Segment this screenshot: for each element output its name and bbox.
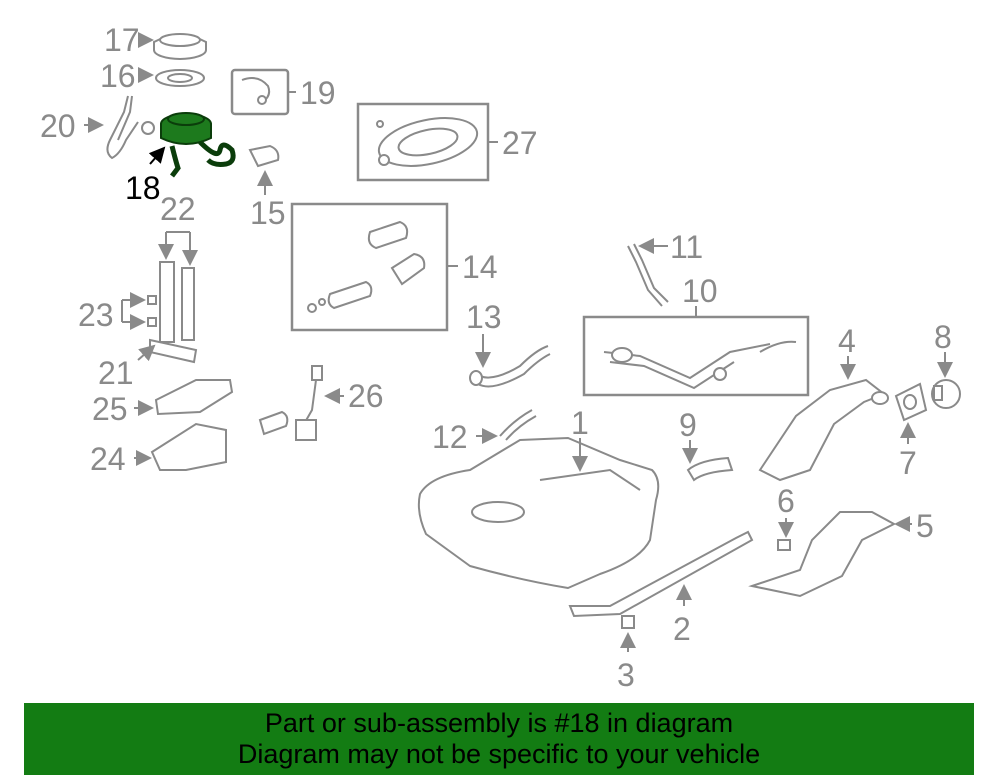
callout-27: 27 <box>502 125 538 161</box>
callout-7: 7 <box>899 445 917 481</box>
part-19-hose[interactable]: 19 <box>230 68 336 116</box>
banner-line-1: Part or sub-assembly is #18 in diagram <box>264 708 734 738</box>
part-22-float-assembly[interactable]: 22 <box>149 191 198 364</box>
callout-25: 25 <box>92 391 128 427</box>
callout-8: 8 <box>934 319 952 355</box>
callout-3: 3 <box>617 657 635 693</box>
callout-11: 11 <box>670 229 703 265</box>
part-20-vent-tube[interactable]: 20 <box>40 95 155 160</box>
callout-10: 10 <box>682 273 718 309</box>
part-11-pipe[interactable]: 11 <box>627 229 703 307</box>
part-7-filler-housing[interactable]: 7 <box>894 382 928 481</box>
callout-19: 19 <box>300 75 336 111</box>
part-10-fuel-pipe-assembly[interactable]: 10 <box>582 273 810 397</box>
callout-24: 24 <box>90 441 126 477</box>
callout-4: 4 <box>838 323 856 359</box>
callout-21: 21 <box>98 355 134 391</box>
callout-26: 26 <box>348 378 384 414</box>
callout-15: 15 <box>250 195 286 231</box>
callout-1: 1 <box>571 405 589 441</box>
callout-5: 5 <box>916 508 934 544</box>
part-5-heat-shield[interactable]: 5 <box>748 508 934 598</box>
part-24-reservoir[interactable]: 24 <box>90 422 227 477</box>
part-18-fuel-pump-module[interactable]: 18 <box>125 112 236 206</box>
parts-diagram: 17 16 19 20 18 15 <box>40 22 961 693</box>
part-27-cover-plate[interactable]: 27 <box>356 102 538 182</box>
callout-23: 23 <box>78 297 114 333</box>
part-12-hose[interactable]: 12 <box>432 409 537 455</box>
callout-22: 22 <box>160 191 196 227</box>
callout-14: 14 <box>462 249 498 285</box>
info-banner: Part or sub-assembly is #18 in diagram D… <box>24 703 974 775</box>
part-9-hose[interactable]: 9 <box>679 407 734 482</box>
callout-6: 6 <box>777 483 795 519</box>
part-17-fuel-filler-cap[interactable]: 17 <box>104 22 207 60</box>
part-4-filler-neck[interactable]: 4 <box>758 323 889 482</box>
callout-16: 16 <box>100 58 136 94</box>
part-2-tank-strap[interactable]: 2 <box>568 530 754 647</box>
callout-17: 17 <box>104 22 140 58</box>
part-1-fuel-tank[interactable]: 1 <box>417 405 660 590</box>
part-26-fuel-level-sender[interactable]: 26 <box>258 365 384 441</box>
part-25-pump-base[interactable]: 25 <box>92 379 234 427</box>
part-15-clip[interactable]: 15 <box>248 144 286 231</box>
part-6-clip[interactable]: 6 <box>777 483 795 551</box>
part-23-retainer[interactable]: 23 <box>78 292 157 333</box>
part-21-bracket[interactable]: 21 <box>98 344 156 391</box>
callout-2: 2 <box>673 611 691 647</box>
callout-13: 13 <box>466 299 502 335</box>
part-16-gasket[interactable]: 16 <box>100 58 205 94</box>
part-8-fuel-cap[interactable]: 8 <box>931 319 961 409</box>
callout-20: 20 <box>40 108 76 144</box>
callout-12: 12 <box>432 419 468 455</box>
callout-9: 9 <box>679 407 697 443</box>
banner-line-2: Diagram may not be specific to your vehi… <box>237 739 761 769</box>
part-13-hose[interactable]: 13 <box>466 299 551 388</box>
part-14-fuel-pump-kit[interactable]: 14 <box>290 202 498 332</box>
part-3-bolt[interactable]: 3 <box>617 615 636 693</box>
callout-18: 18 <box>125 170 161 206</box>
